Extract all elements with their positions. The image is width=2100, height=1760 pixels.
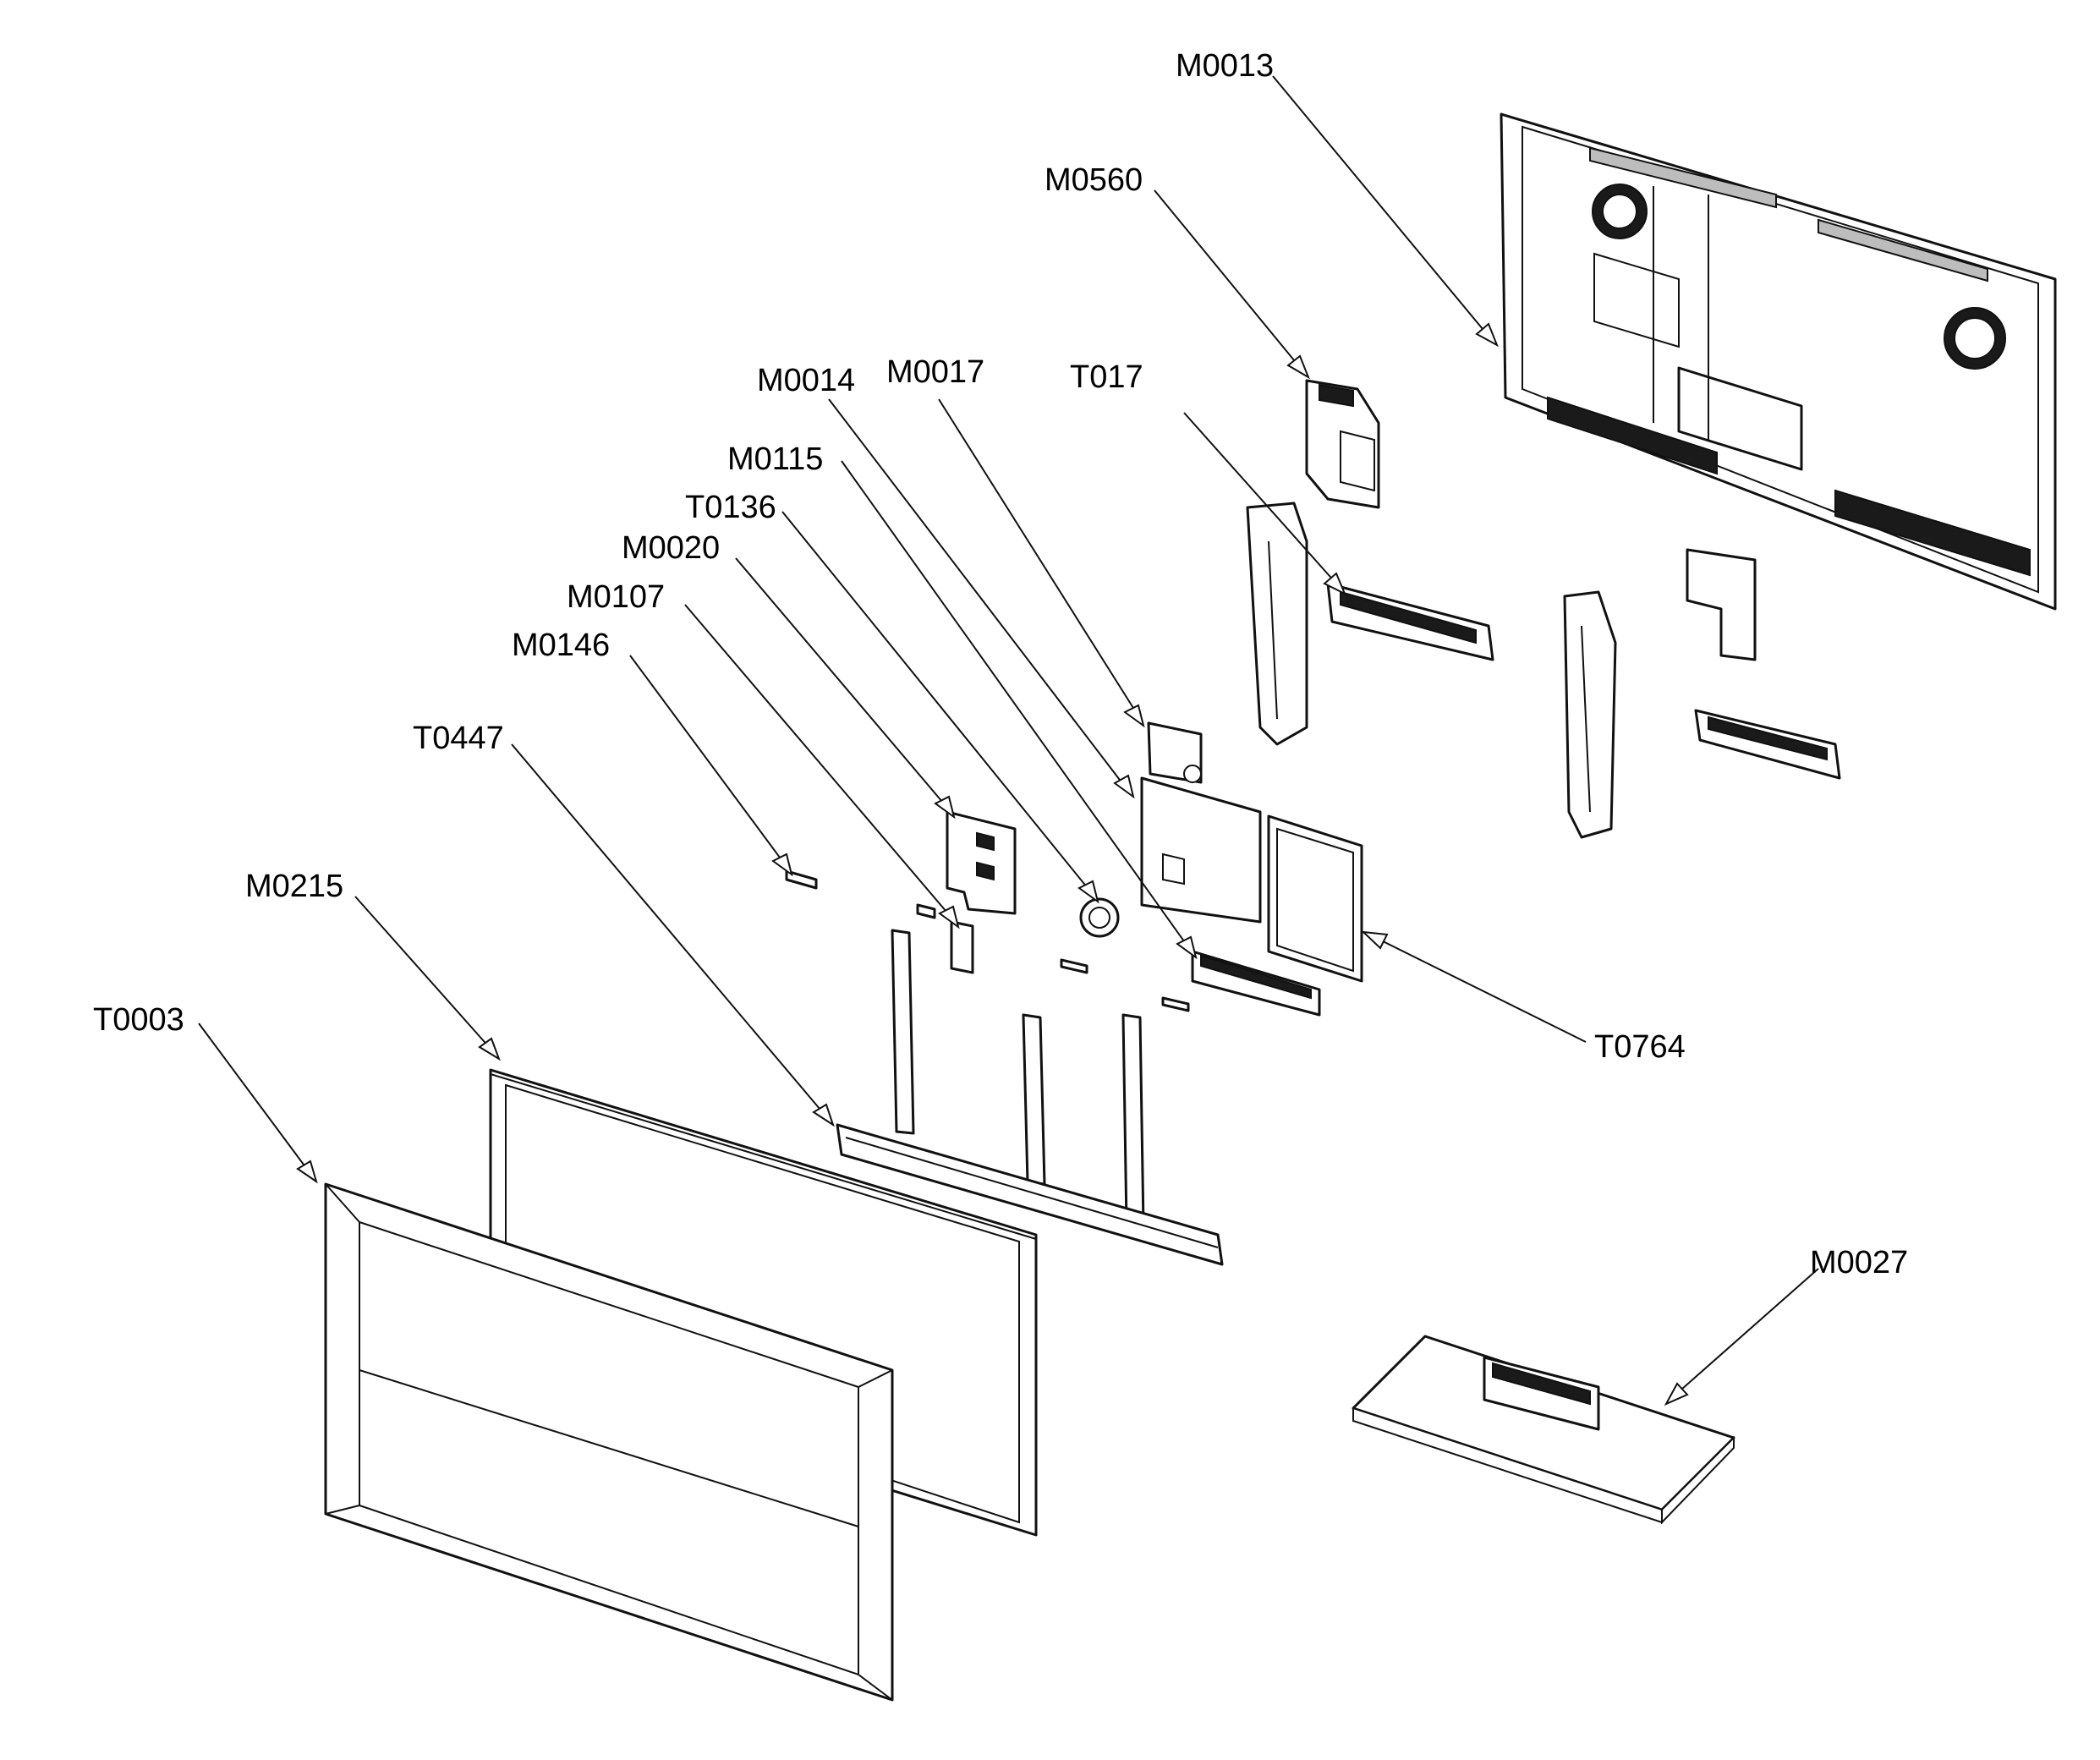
main-board-m0014-part <box>1140 776 1262 924</box>
speaker-right-part <box>1563 548 1841 839</box>
clip-m0146-part <box>785 869 818 890</box>
label-m0146: M0146 <box>512 628 610 663</box>
bracket-m0107-part <box>950 920 974 974</box>
label-m0560: M0560 <box>1045 162 1143 198</box>
back-cover-part <box>1500 112 2057 611</box>
label-t0764: T0764 <box>1594 1029 1686 1065</box>
label-m0115: M0115 <box>727 441 823 477</box>
board-m0017-part <box>1147 721 1203 784</box>
fan-t0136-part <box>1079 897 1120 938</box>
bracket-m0560-part <box>1305 379 1380 509</box>
small-clips-part <box>916 903 1190 1012</box>
label-m0020: M0020 <box>622 530 720 566</box>
label-m0027: M0027 <box>1810 1245 1908 1280</box>
bracket-m0020-part <box>946 810 1017 915</box>
label-m0013: M0013 <box>1176 48 1274 84</box>
label-t0447: T0447 <box>413 721 504 756</box>
label-t0136: T0136 <box>685 490 776 525</box>
label-t0003: T0003 <box>93 1002 184 1038</box>
label-t017: T017 <box>1070 359 1143 395</box>
label-m0215: M0215 <box>245 869 343 904</box>
board-m0115-part <box>1191 950 1321 1017</box>
front-bezel-t0003-part <box>324 1182 894 1702</box>
leader-lines <box>198 75 1819 1406</box>
power-board-t0764-part <box>1267 814 1363 983</box>
stand-m0027-part <box>1352 1335 1735 1525</box>
label-m0107: M0107 <box>567 579 665 615</box>
label-m0014: M0014 <box>757 363 855 398</box>
rail-assembly-t0447-part <box>836 929 1224 1266</box>
label-m0017: M0017 <box>886 354 984 390</box>
speaker-left-part <box>1246 502 1494 746</box>
